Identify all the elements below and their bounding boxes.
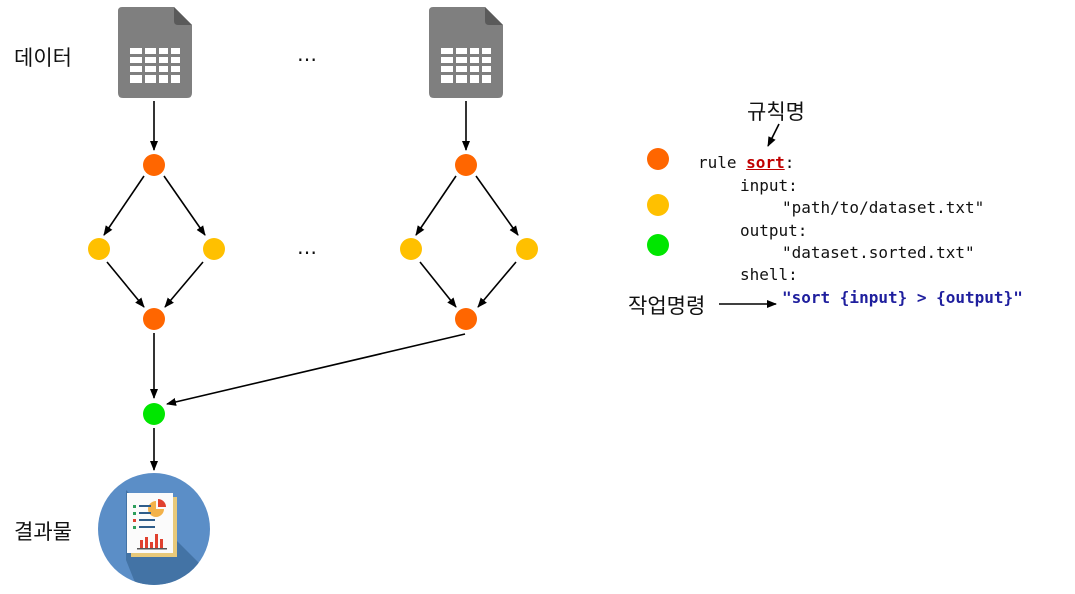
input-label: input: [740, 176, 798, 195]
output-value: "dataset.sorted.txt" [782, 243, 975, 262]
command-label: 작업명령 [628, 294, 706, 318]
edge [166, 333, 466, 406]
legend-output-dot [647, 234, 669, 256]
edge [475, 175, 519, 236]
edge [163, 175, 206, 236]
rule-name: sort [746, 153, 785, 172]
input-node-yellow [203, 238, 225, 260]
edge [415, 175, 457, 236]
input-node-yellow [400, 238, 422, 260]
result-label: 결과물 [14, 520, 72, 544]
shell-command: "sort {input} > {output}" [782, 288, 1023, 307]
spreadsheet-file-icon [429, 7, 503, 98]
output-label: output: [740, 221, 808, 240]
rule-keyword: rule [698, 153, 747, 172]
rule-node-orange [455, 308, 477, 330]
shell-label: shell: [740, 265, 798, 284]
ellipsis-middle: … [297, 235, 318, 259]
rule-name-label: 규칙명 [747, 100, 805, 124]
rule-colon: : [784, 153, 795, 172]
legend-rule-dot [647, 148, 669, 170]
input-node-yellow [88, 238, 110, 260]
edge [164, 261, 204, 308]
edges [103, 101, 780, 471]
rule-node-orange [143, 308, 165, 330]
rule-name-pointer [767, 123, 780, 147]
edge [103, 175, 145, 236]
data-label: 데이터 [14, 46, 72, 70]
legend-input-dot [647, 194, 669, 216]
input-value: "path/to/dataset.txt" [782, 198, 985, 217]
edge [419, 261, 457, 308]
rule-node-orange [143, 154, 165, 176]
rule-definition-line: rule sort: [698, 153, 794, 172]
output-node-green [143, 403, 165, 425]
rule-node-orange [455, 154, 477, 176]
input-node-yellow [516, 238, 538, 260]
edge [477, 261, 517, 308]
report-document-icon [98, 473, 210, 585]
spreadsheet-file-icon [118, 7, 192, 98]
edge [106, 261, 145, 308]
ellipsis-top: … [297, 42, 318, 66]
